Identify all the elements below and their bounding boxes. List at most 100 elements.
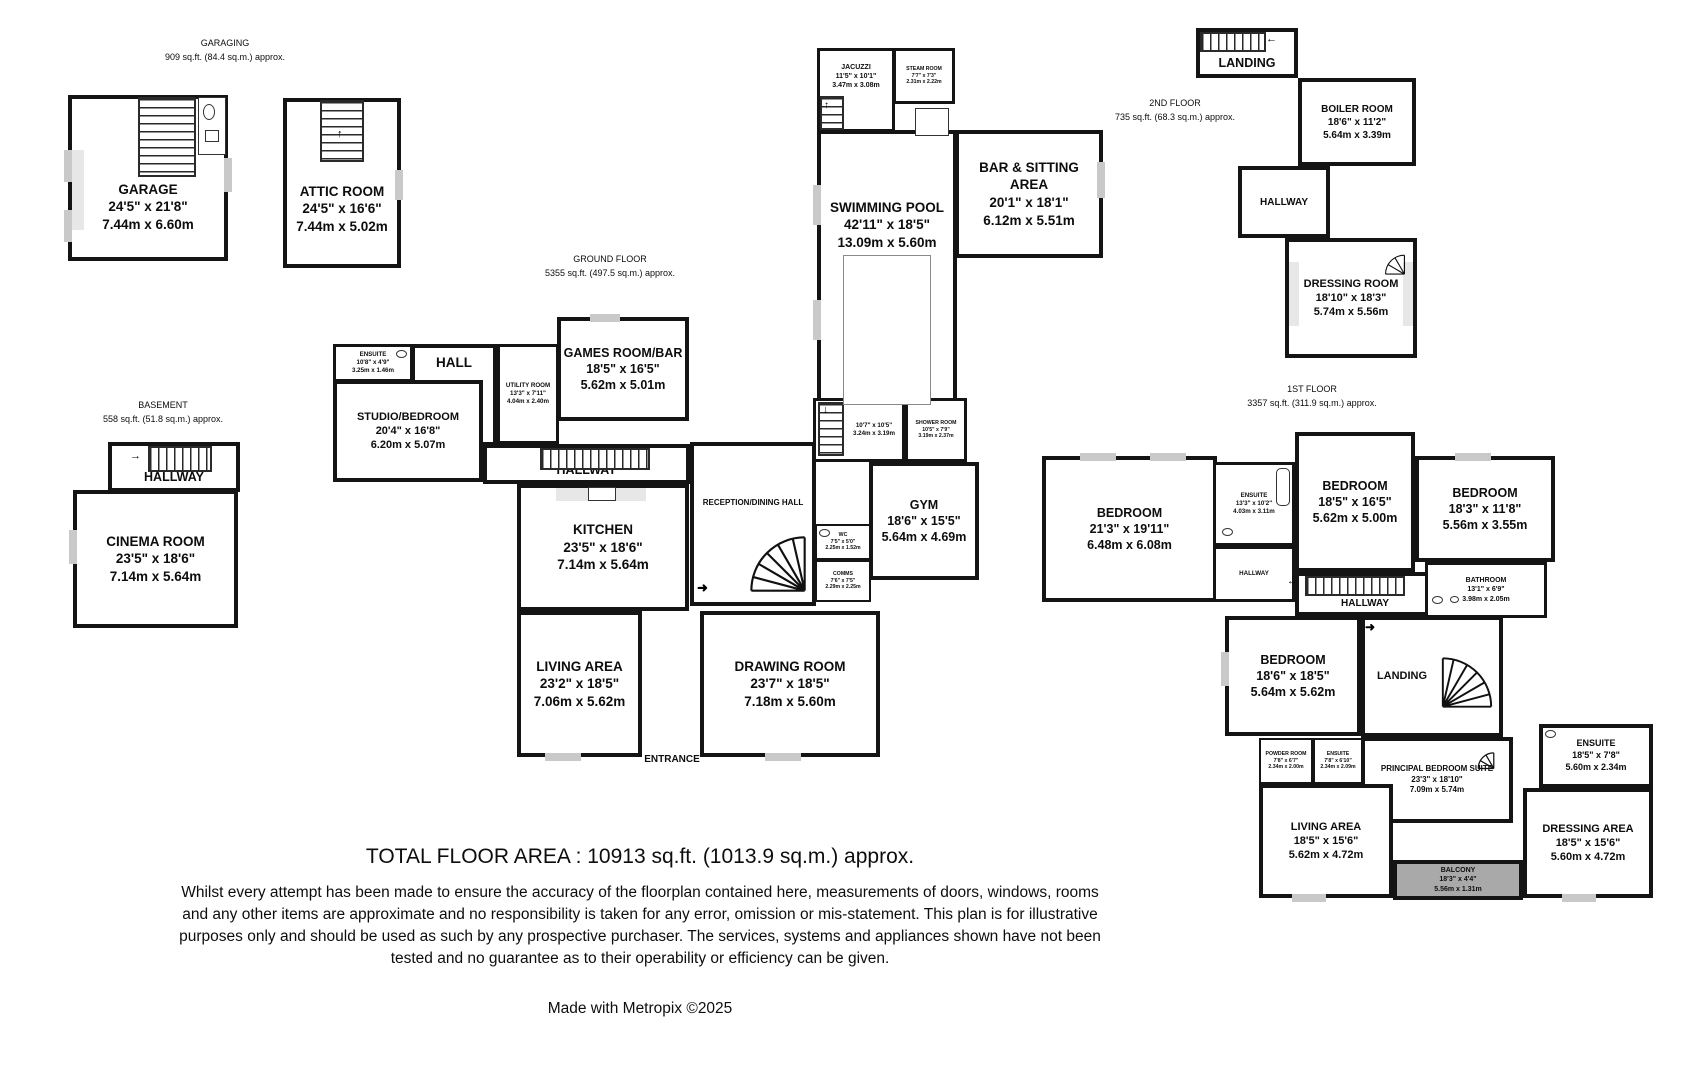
- total-floor-area-text: TOTAL FLOOR AREA : 10913 sq.ft. (1013.9 …: [365, 845, 915, 868]
- room-games-room-bar: GAMES ROOM/BAR 18'5" x 16'5" 5.62m x 5.0…: [557, 317, 689, 421]
- room-name: ENSUITE: [1326, 750, 1350, 757]
- room-gym: GYM 18'6" x 15'5" 5.64m x 4.69m: [869, 462, 979, 580]
- room-size-imperial: 23'2" x 18'5": [539, 676, 620, 692]
- spiral-staircase-icon: [1477, 752, 1495, 770]
- room-size-metric: 6.48m x 6.08m: [1087, 538, 1172, 553]
- room-size-metric: 3.24m x 3.19m: [853, 430, 895, 437]
- section-title: GARAGING: [200, 38, 250, 48]
- room-size-metric: 5.64m x 4.69m: [881, 530, 967, 545]
- room-bedroom-2: BEDROOM 18'5" x 16'5" 5.62m x 5.00m: [1295, 432, 1415, 572]
- room-name: STEAM ROOM: [906, 65, 942, 72]
- stair-direction-arrow-icon: ↑: [337, 128, 343, 140]
- room-size-imperial: 24'5" x 16'6": [302, 201, 382, 217]
- room-name: CINEMA ROOM: [106, 533, 205, 549]
- room-size-imperial: 23'7" x 18'5": [750, 676, 830, 692]
- room-first-living-area: LIVING AREA 18'5" x 15'6" 5.62m x 4.72m: [1259, 784, 1393, 898]
- room-name: BEDROOM: [1260, 652, 1326, 667]
- room-bedroom-1: BEDROOM 21'3" x 19'11" 6.48m x 6.08m: [1042, 456, 1217, 602]
- room-size-imperial: 18'3" x 11'8": [1448, 501, 1522, 516]
- room-name: WC: [838, 531, 848, 538]
- room-name: KITCHEN: [573, 522, 633, 538]
- room-size-imperial: 18'5" x 16'5": [586, 361, 660, 376]
- room-bedroom-4: BEDROOM 18'6" x 18'5" 5.64m x 5.62m: [1225, 616, 1361, 736]
- room-size-imperial: 7'8" x 6'7": [1273, 757, 1299, 764]
- room-size-metric: 2.29m x 2.25m: [825, 584, 861, 591]
- room-size-imperial: 18'5" x 15'6": [1555, 836, 1621, 849]
- staircase: [820, 96, 844, 130]
- room-comms: COMMS 7'6" x 7'5" 2.29m x 2.25m: [815, 560, 871, 602]
- room-size-metric: 5.64m x 5.62m: [1250, 685, 1336, 700]
- room-size-metric: 5.60m x 4.72m: [1550, 851, 1626, 864]
- sink-icon: [205, 130, 219, 142]
- room-name: BAR & SITTING AREA: [979, 159, 1079, 193]
- room-size-imperial: 18'5" x 15'6": [1293, 834, 1359, 847]
- window-marker: [545, 753, 581, 761]
- room-second-hallway: HALLWAY: [1238, 166, 1330, 238]
- room-name: BALCONY: [1440, 867, 1476, 875]
- room-name: DRAWING ROOM: [734, 658, 846, 674]
- room-name: LIVING AREA: [1290, 820, 1362, 833]
- staircase: [1200, 32, 1266, 52]
- room-name: ENSUITE: [1240, 491, 1268, 499]
- landing-direction-arrow-icon: ➜: [1365, 620, 1376, 634]
- room-size-metric: 2.34m x 2.00m: [1268, 764, 1304, 771]
- room-size-imperial: 13'3" x 7'11": [510, 389, 546, 397]
- toilet-icon: [1432, 596, 1443, 604]
- room-powder-room: POWDER ROOM 7'8" x 6'7" 2.34m x 2.00m: [1259, 738, 1313, 784]
- room-name: HALLWAY: [1260, 196, 1308, 208]
- room-steam-room: STEAM ROOM 7'7" x 7'3" 2.31m x 2.22m: [893, 48, 955, 104]
- room-name: UTILITY ROOM: [505, 381, 551, 389]
- room-utility: UTILITY ROOM 13'3" x 7'11" 4.04m x 2.40m: [497, 344, 559, 444]
- room-bedroom-3: BEDROOM 18'3" x 11'8" 5.56m x 3.55m: [1415, 456, 1555, 562]
- room-size-metric: 3.19m x 2.37m: [918, 433, 954, 440]
- section-label-first-floor: 1ST FLOOR 3357 sq.ft. (311.9 sq.m.) appr…: [1217, 382, 1407, 411]
- section-title: BASEMENT: [138, 400, 188, 410]
- room-size-imperial: 7'6" x 7'5": [830, 577, 856, 584]
- room-name: LANDING: [1376, 670, 1428, 683]
- room-size-metric: 5.62m x 5.01m: [580, 378, 666, 393]
- staircase: [818, 402, 844, 456]
- room-name: DRESSING ROOM: [1303, 277, 1399, 290]
- window-marker: [590, 314, 620, 322]
- room-size-metric: 5.64m x 3.39m: [1323, 129, 1391, 141]
- window-marker: [69, 530, 77, 564]
- room-boiler-room: BOILER ROOM 18'6" x 11'2" 5.64m x 3.39m: [1298, 78, 1416, 166]
- room-name: ATTIC ROOM: [299, 183, 385, 199]
- wardrobe-shading: [1289, 262, 1299, 326]
- disclaimer-text: Whilst every attempt has been made to en…: [179, 884, 1101, 967]
- room-size-metric: 5.62m x 4.72m: [1288, 849, 1364, 862]
- room-size-metric: 4.03m x 3.11m: [1233, 508, 1275, 516]
- room-name: ENSUITE: [359, 350, 387, 358]
- section-label-garaging: GARAGING 909 sq.ft. (84.4 sq.m.) approx.: [95, 36, 355, 65]
- room-size-metric: 4.04m x 2.40m: [507, 398, 549, 406]
- room-bathroom: BATHROOM 13'1" x 6'9" 3.98m x 2.05m: [1425, 562, 1547, 618]
- toilet-icon: [1545, 730, 1556, 738]
- section-area: 909 sq.ft. (84.4 sq.m.) approx.: [164, 52, 286, 63]
- room-size-imperial: 20'4" x 16'8": [375, 424, 441, 437]
- section-area: 735 sq.ft. (68.3 sq.m.) approx.: [1114, 112, 1236, 123]
- bathtub-icon: [1276, 468, 1290, 506]
- metropix-credit-text: Made with Metropix ©2025: [547, 1000, 733, 1017]
- room-bar-sitting-area: BAR & SITTING AREA 20'1" x 18'1" 6.12m x…: [955, 130, 1103, 258]
- window-marker: [1097, 162, 1105, 198]
- spiral-staircase-icon: [1441, 657, 1493, 708]
- room-first-landing: LANDING: [1361, 616, 1503, 737]
- room-first-hallway-small: HALLWAY: [1213, 546, 1295, 602]
- room-size-imperial: 18'6" x 11'2": [1327, 116, 1387, 128]
- section-area: 5355 sq.ft. (497.5 sq.m.) approx.: [544, 268, 676, 279]
- stair-direction-arrow-icon: ←: [1287, 576, 1297, 587]
- toilet-icon: [1222, 528, 1233, 536]
- room-size-imperial: 18'6" x 18'5": [1256, 668, 1330, 683]
- window-marker: [1080, 453, 1116, 461]
- room-shower-room: SHOWER ROOM 10'5" x 7'9" 3.19m x 2.37m: [905, 398, 967, 462]
- room-name: ENSUITE: [1576, 738, 1616, 749]
- window-marker: [1150, 453, 1186, 461]
- room-dressing-area: DRESSING AREA 18'5" x 15'6" 5.60m x 4.72…: [1523, 788, 1653, 898]
- room-size-imperial: 13'1" x 6'9": [1467, 586, 1505, 594]
- room-size-metric: 6.20m x 5.07m: [370, 439, 446, 452]
- room-name: BATHROOM: [1465, 577, 1507, 585]
- staircase: [540, 448, 650, 470]
- room-principal-ensuite: ENSUITE 18'5" x 7'8" 5.60m x 2.34m: [1539, 724, 1653, 788]
- room-name: BEDROOM: [1452, 485, 1518, 500]
